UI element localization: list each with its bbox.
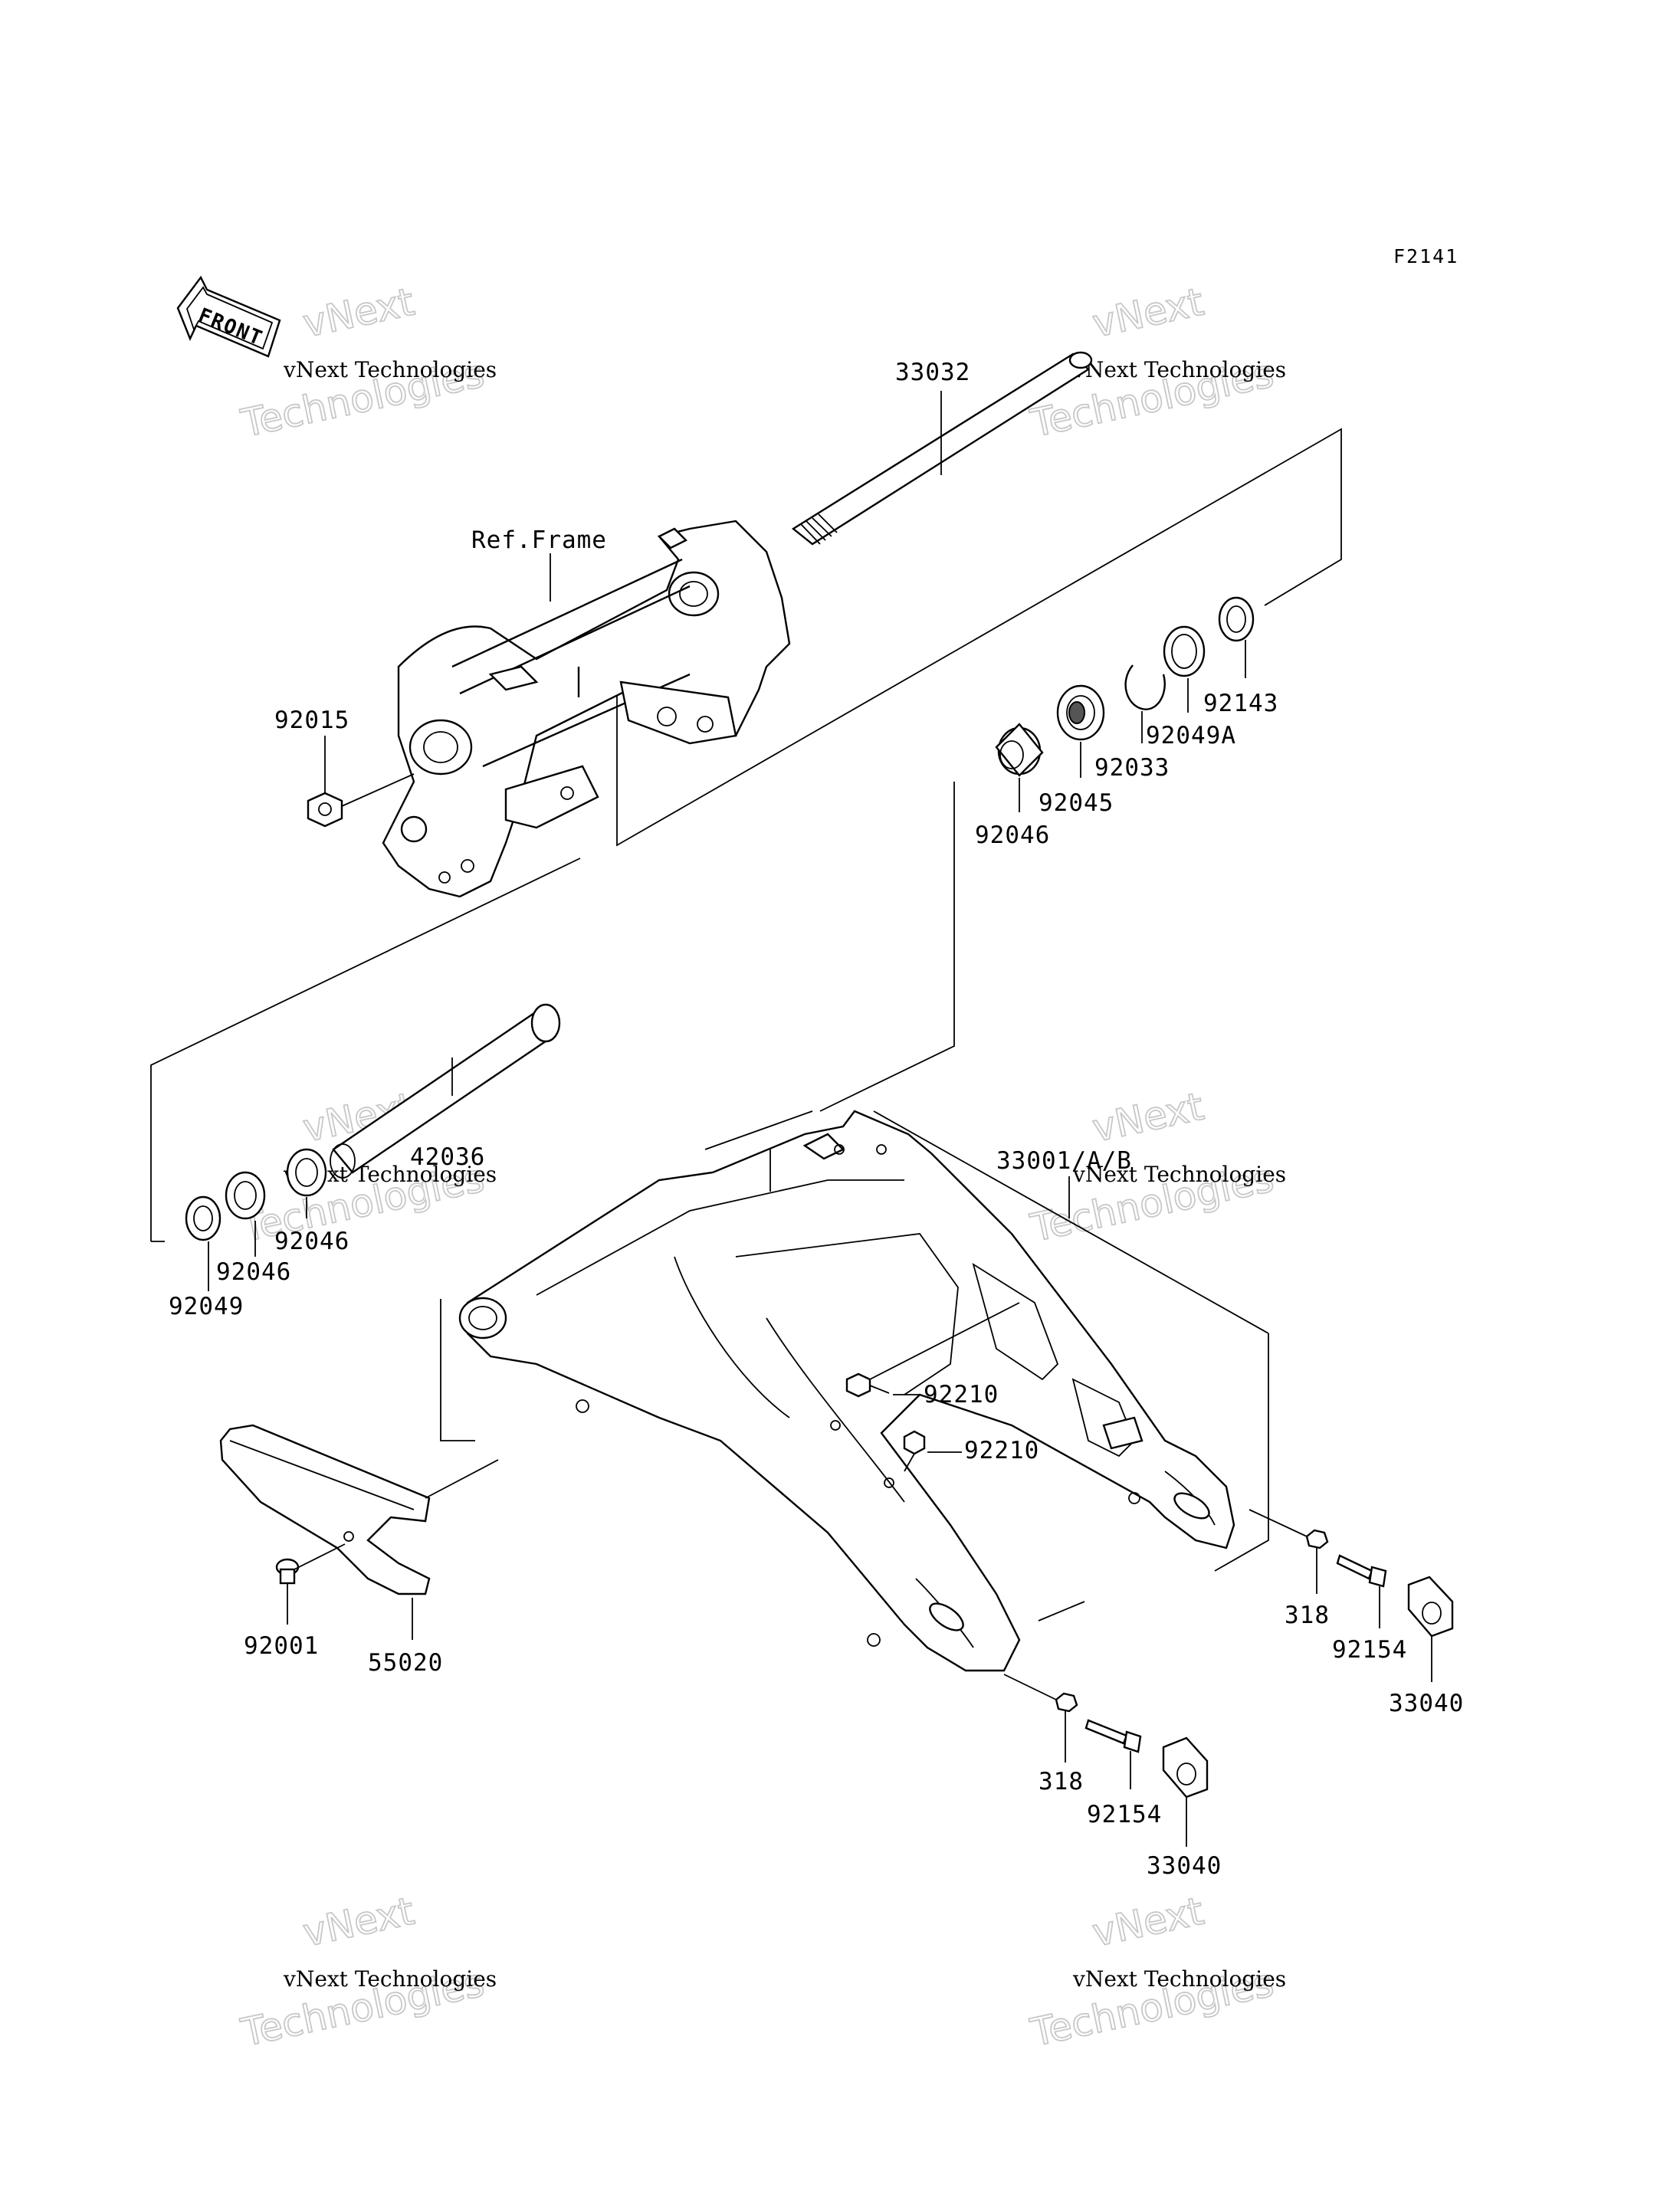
figure-code: F2141 (1393, 245, 1459, 267)
part-label-92210-a: 92210 (924, 1381, 999, 1408)
watermark-vnext: vNext (299, 280, 418, 346)
bolt-92154-b (1084, 1719, 1142, 1753)
pivot-shaft-box (150, 857, 581, 1242)
bearing-92045 (1056, 684, 1105, 741)
reference-frame (382, 520, 791, 898)
watermark-top-left: vNext Technologies vNext Technologies (237, 279, 497, 447)
bolt-92210-a (845, 1302, 1020, 1398)
chain-guard-55020 (219, 1424, 499, 1595)
watermark-bottom-right: vNext Technologies vNext Technologies (1026, 1888, 1287, 2056)
part-label-33040-a: 33040 (1389, 1690, 1464, 1717)
watermark-vnext: vNext (1088, 1084, 1207, 1151)
part-label-92046-top: 92046 (975, 821, 1050, 849)
part-label-92046-b: 92046 (216, 1258, 291, 1286)
bolt-92001 (275, 1543, 346, 1585)
leader-lines (208, 391, 1432, 1847)
bolt-92154-a (1336, 1554, 1387, 1588)
watermark-company: vNext Technologies (1072, 1162, 1286, 1187)
watermark-bottom-left: vNext Technologies vNext Technologies (237, 1888, 497, 2056)
adjuster-block-33040-b (1162, 1736, 1209, 1799)
swingarm-box (440, 782, 1269, 1622)
part-label-33001: 33001/A/B (996, 1147, 1132, 1175)
seal-92049 (185, 1195, 221, 1241)
part-label-92049A: 92049A (1146, 722, 1236, 749)
part-label-33040-b: 33040 (1147, 1852, 1222, 1880)
needle-bearing-92046-a (286, 1148, 327, 1197)
part-label-92154-a: 92154 (1332, 1636, 1407, 1664)
seal-92049A (1163, 625, 1206, 677)
watermark-company: vNext Technologies (1072, 357, 1286, 382)
part-label-55020: 55020 (368, 1649, 443, 1677)
part-label-92210-b: 92210 (964, 1437, 1039, 1464)
part-label-92046-a: 92046 (274, 1228, 349, 1255)
circlip-92033 (1124, 664, 1166, 710)
nut-318-a (1249, 1509, 1329, 1549)
watermark-vnext: vNext (1088, 1889, 1207, 1956)
nut-318-b (1003, 1674, 1078, 1713)
needle-bearing-92046-top (995, 723, 1044, 777)
part-label-92049: 92049 (169, 1293, 244, 1320)
watermark-company: vNext Technologies (283, 1966, 497, 1992)
watermark-company: vNext Technologies (283, 357, 497, 382)
part-label-92143: 92143 (1203, 690, 1278, 717)
part-label-33032: 33032 (895, 359, 970, 386)
adjuster-block-33040-a (1407, 1576, 1454, 1638)
part-label-92001: 92001 (244, 1632, 319, 1660)
part-label-92033: 92033 (1094, 754, 1170, 782)
front-arrow-icon: FRONT (176, 275, 281, 358)
part-label-318-a: 318 (1285, 1602, 1330, 1629)
needle-bearing-92046-b (225, 1171, 266, 1220)
collar-92143 (1218, 596, 1255, 642)
part-label-92154-b: 92154 (1087, 1801, 1162, 1828)
part-label-318-b: 318 (1039, 1768, 1084, 1795)
part-label-42036: 42036 (410, 1143, 485, 1171)
part-label-92015: 92015 (274, 707, 349, 734)
watermark-vnext: vNext (299, 1889, 418, 1956)
bolt-92210-b (903, 1430, 926, 1472)
upper-assembly-box (616, 428, 1342, 847)
watermark-vnext: vNext (1088, 280, 1207, 346)
collar-42036 (330, 1003, 561, 1179)
reference-frame-label: Ref.Frame (471, 526, 607, 554)
part-label-92045: 92045 (1039, 789, 1114, 817)
watermark-company: vNext Technologies (1072, 1966, 1286, 1992)
